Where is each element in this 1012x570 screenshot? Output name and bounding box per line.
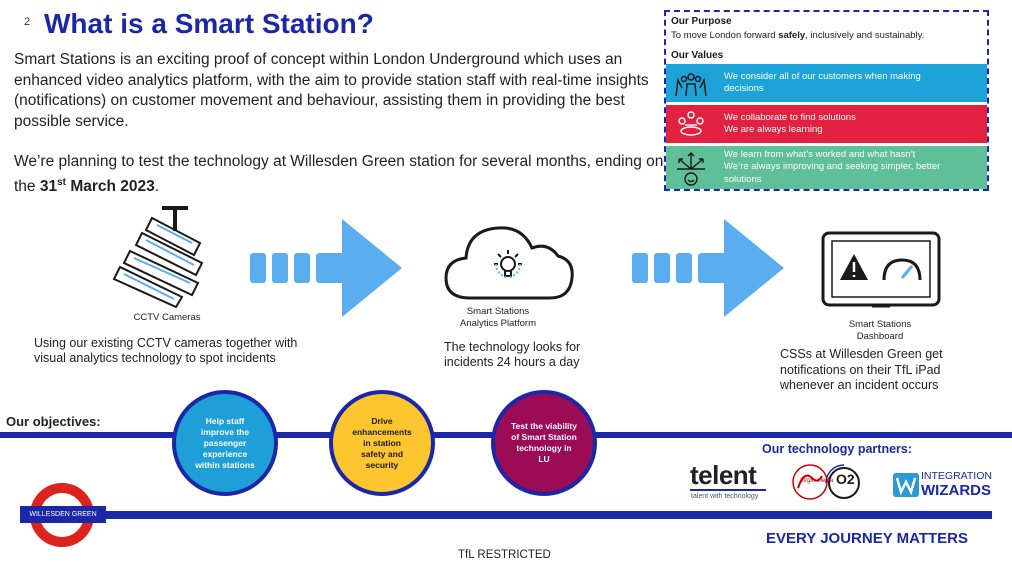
intro-paragraph-1: Smart Stations is an exciting proof of c… — [14, 51, 649, 130]
purpose-text: To move London forward safely, inclusive… — [671, 30, 925, 41]
cctv-label: CCTV Cameras — [133, 312, 201, 323]
values-heading: Our Values — [671, 50, 724, 61]
page-number: 2 — [24, 16, 31, 28]
dashboard-description: CSSs at Willesden Green get notification… — [780, 347, 943, 392]
end-date: 31st March 2023 — [39, 176, 155, 195]
telent-underline — [690, 489, 766, 491]
people-meeting-icon — [666, 105, 716, 143]
integration-wizards-icon — [893, 473, 919, 502]
integration-wizards-line2: WIZARDS — [921, 482, 991, 499]
virgin-media-text: Virgin media — [800, 478, 834, 484]
value-text-learn: We learn from what’s worked and what has… — [724, 148, 941, 185]
cctv-description: Using our existing CCTV cameras together… — [34, 336, 298, 365]
flow-arrow-2 — [628, 215, 788, 326]
integration-wizards-line1: INTEGRATION — [921, 470, 992, 482]
intro-paragraph-2: We’re planning to test the technology at… — [14, 153, 664, 195]
station-name-bar: WILLESDEN GREEN — [20, 506, 106, 523]
dashboard-tablet-icon — [820, 230, 944, 317]
objective-circle-viability: Test the viability of Smart Station tech… — [491, 390, 597, 496]
value-text-customers: We consider all of our customers when ma… — [724, 70, 921, 95]
objective-circle-passenger-experience: Help staff improve the passenger experie… — [172, 390, 278, 496]
footer-bar — [104, 511, 992, 519]
page-title: What is a Smart Station? — [44, 8, 374, 39]
virgin-o2-logo — [790, 462, 872, 507]
platform-description: The technology looks for incidents 24 ho… — [444, 340, 581, 369]
objective-circle-safety: Drive enhancements in station safety and… — [329, 390, 435, 496]
purpose-heading: Our Purpose — [671, 16, 732, 27]
classification-label: TfL RESTRICTED — [458, 549, 551, 561]
flow-arrow-1 — [246, 215, 406, 326]
purpose-values-box: Our Purpose To move London forward safel… — [664, 10, 989, 191]
cloud-analytics-icon — [442, 218, 576, 309]
footer-slogan: EVERY JOURNEY MATTERS — [766, 530, 968, 547]
o2-text: O2 — [836, 471, 855, 487]
arrows-face-icon — [666, 146, 716, 189]
partners-label: Our technology partners: — [762, 442, 913, 456]
telent-tagline: talent with technology — [691, 493, 759, 500]
objectives-label: Our objectives: — [6, 414, 101, 429]
telent-logo: telent — [690, 460, 757, 490]
intro-text: Smart Stations is an exciting proof of c… — [14, 50, 664, 217]
hands-group-icon — [666, 64, 716, 102]
value-row-learn: We learn from what’s worked and what has… — [666, 146, 987, 189]
value-row-customers: We consider all of our customers when ma… — [666, 64, 987, 102]
cctv-cameras-icon — [102, 203, 222, 313]
